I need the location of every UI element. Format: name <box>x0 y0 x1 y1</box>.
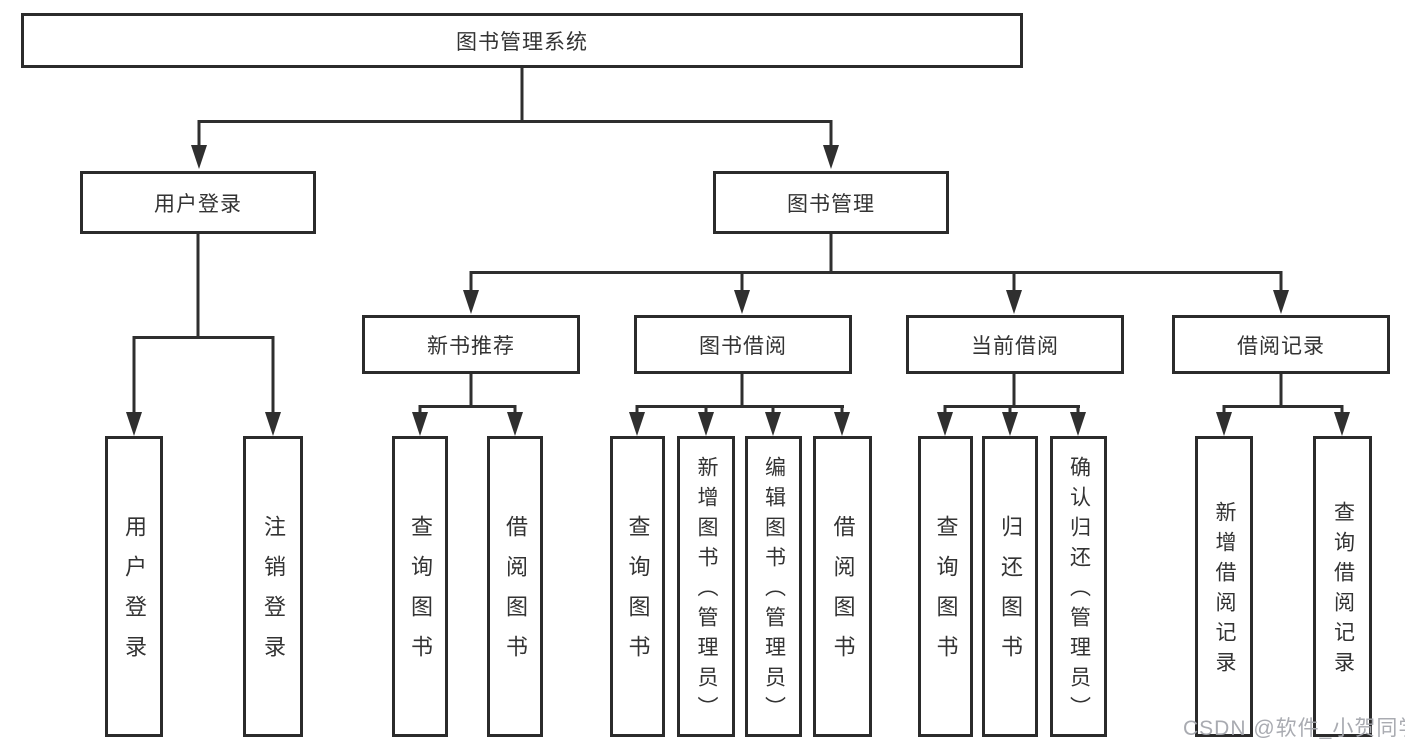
watermark: CSDN @软件_小贺同学 <box>1183 717 1405 740</box>
leaf-add-borrow-record: 新增借阅记录 <box>1195 436 1253 737</box>
leaf-logout-label: 注销登录 <box>261 514 286 675</box>
node-book-borrow-label: 图书借阅 <box>699 334 787 358</box>
leaf-borrow-books-recommend-label: 借阅图书 <box>503 514 528 675</box>
leaf-borrow-books: 借阅图书 <box>813 436 872 737</box>
leaf-return-books-label: 归还图书 <box>998 514 1023 675</box>
leaf-return-books: 归还图书 <box>982 436 1038 737</box>
leaf-query-books-recommend: 查询图书 <box>392 436 448 737</box>
leaf-edit-books-admin-label: 编辑图书（管理员） <box>762 455 786 726</box>
leaf-query-books-borrow-label: 查询图书 <box>625 514 651 675</box>
node-new-book-recommend-label: 新书推荐 <box>427 334 515 358</box>
leaf-edit-books-admin: 编辑图书（管理员） <box>745 436 802 737</box>
leaf-add-books-admin: 新增图书（管理员） <box>677 436 735 737</box>
node-user-login: 用户登录 <box>80 171 316 234</box>
leaf-user-login: 用户登录 <box>105 436 163 737</box>
node-book-management-label: 图书管理 <box>787 192 875 216</box>
leaf-query-books-current: 查询图书 <box>918 436 973 737</box>
leaf-query-borrow-record: 查询借阅记录 <box>1313 436 1372 737</box>
node-user-login-label: 用户登录 <box>154 192 242 216</box>
leaf-add-books-admin-label: 新增图书（管理员） <box>695 455 718 726</box>
node-root: 图书管理系统 <box>21 13 1023 68</box>
leaf-logout: 注销登录 <box>243 436 303 737</box>
node-borrow-records: 借阅记录 <box>1172 315 1390 374</box>
leaf-query-books-current-label: 查询图书 <box>933 514 959 675</box>
leaf-query-books-borrow: 查询图书 <box>610 436 665 737</box>
leaf-add-borrow-record-label: 新增借阅记录 <box>1213 500 1236 681</box>
leaf-borrow-books-recommend: 借阅图书 <box>487 436 543 737</box>
node-root-label: 图书管理系统 <box>456 30 588 54</box>
leaf-query-books-recommend-label: 查询图书 <box>408 514 433 675</box>
node-new-book-recommend: 新书推荐 <box>362 315 580 374</box>
node-current-borrow-label: 当前借阅 <box>971 334 1059 358</box>
node-book-management: 图书管理 <box>713 171 949 234</box>
leaf-confirm-return-admin: 确认归还（管理员） <box>1050 436 1107 737</box>
leaf-query-borrow-record-label: 查询借阅记录 <box>1331 500 1355 681</box>
leaf-user-login-label: 用户登录 <box>122 514 147 675</box>
leaf-confirm-return-admin-label: 确认归还（管理员） <box>1067 455 1091 726</box>
leaf-borrow-books-label: 借阅图书 <box>830 514 856 675</box>
node-book-borrow: 图书借阅 <box>634 315 852 374</box>
node-borrow-records-label: 借阅记录 <box>1237 334 1325 358</box>
node-current-borrow: 当前借阅 <box>906 315 1124 374</box>
